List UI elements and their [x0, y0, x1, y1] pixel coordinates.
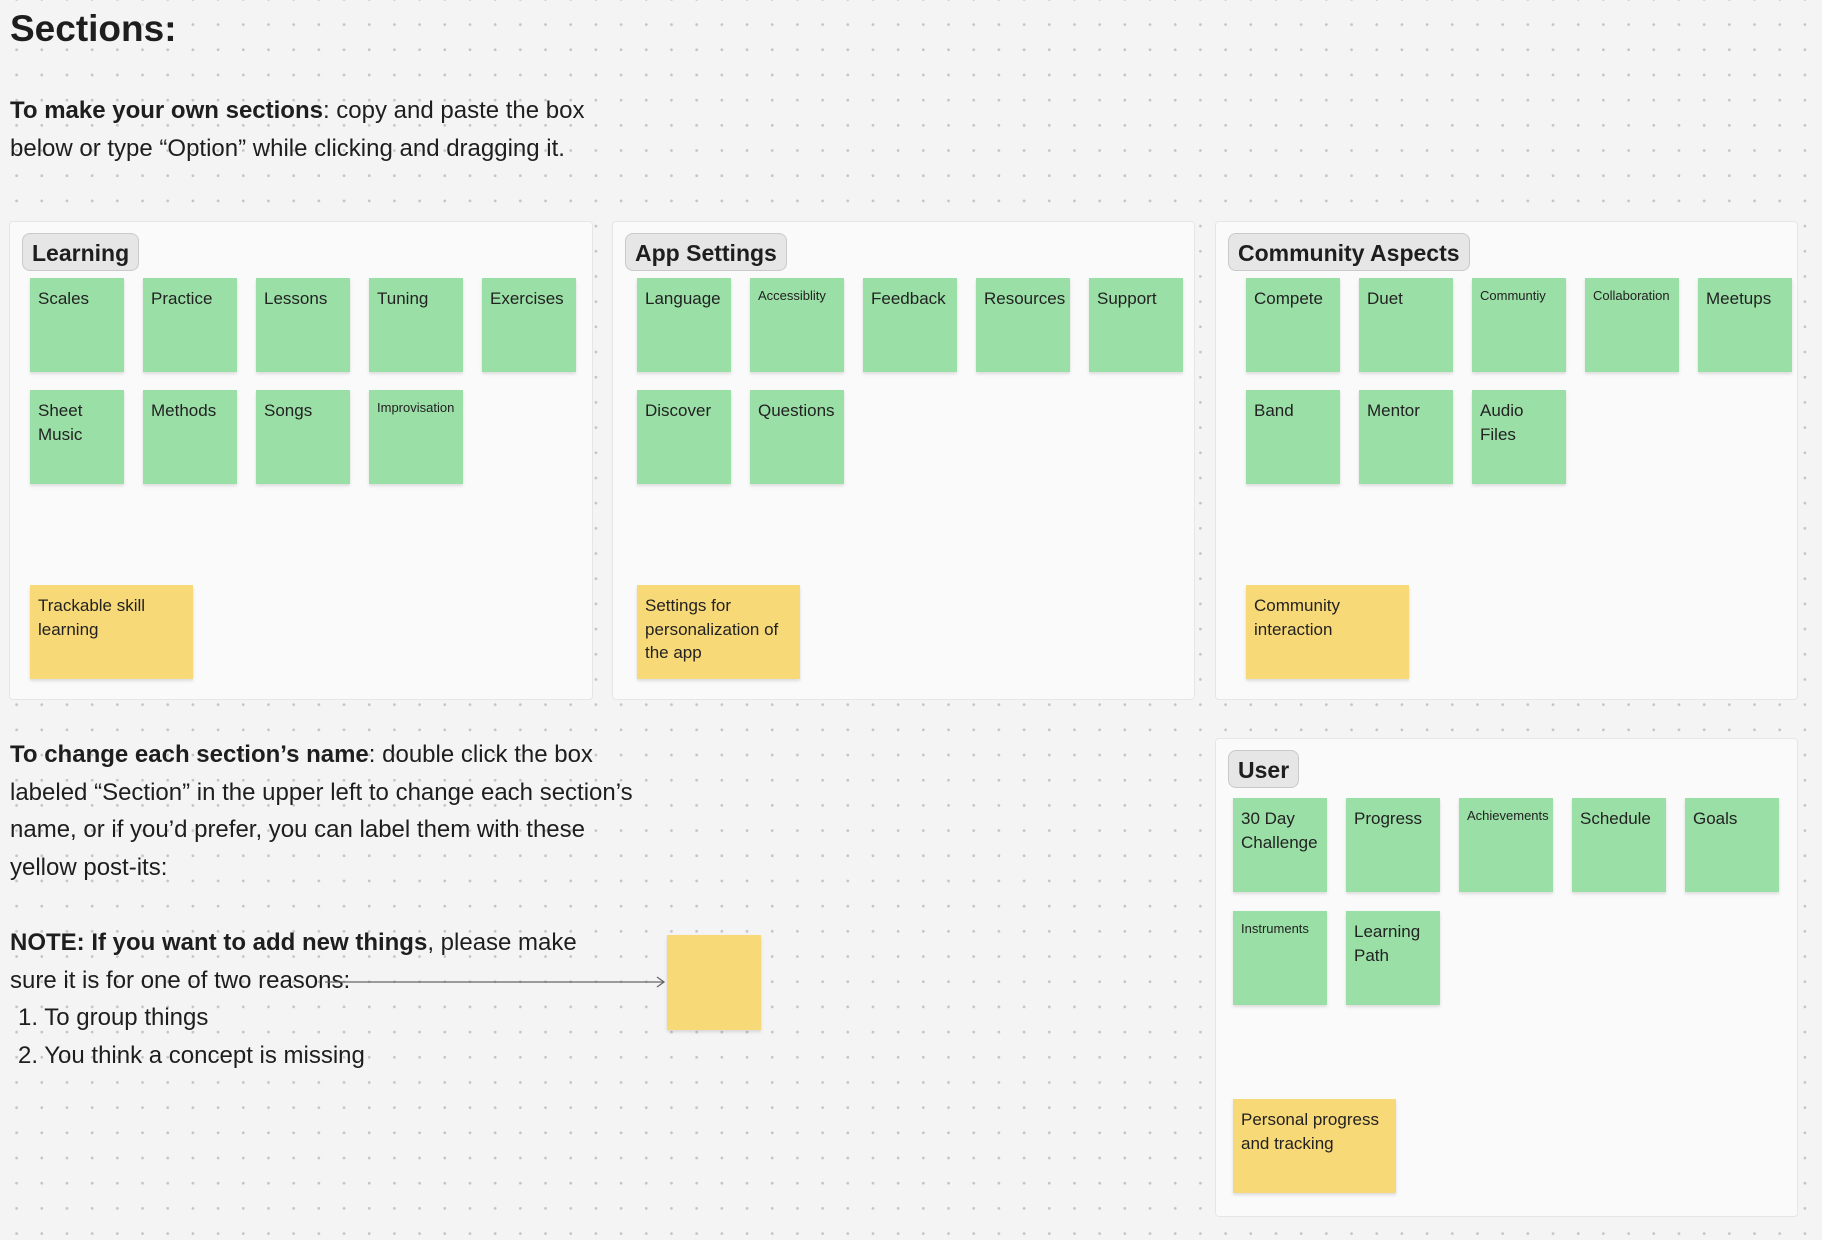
green-sticky[interactable]: Band [1246, 390, 1340, 484]
note-item: 2. You think a concept is missing [18, 1041, 365, 1069]
green-sticky[interactable]: Goals [1685, 798, 1779, 892]
note-text: NOTE: If you want to add new things, ple… [10, 924, 630, 1074]
page-title: Sections: [10, 8, 177, 49]
rename-text: To change each section’s name: double cl… [10, 736, 640, 886]
blank-yellow-sticky[interactable] [667, 935, 761, 1030]
section-label[interactable]: App Settings [625, 233, 787, 271]
green-sticky[interactable]: Schedule [1572, 798, 1666, 892]
green-sticky[interactable]: Accessiblity [750, 278, 844, 372]
green-sticky[interactable]: Support [1089, 278, 1183, 372]
green-sticky[interactable]: Exercises [482, 278, 576, 372]
intro-text: To make your own sections: copy and past… [10, 92, 650, 167]
note-list: 1. To group things 2. You think a concep… [10, 999, 630, 1074]
section-label[interactable]: Community Aspects [1228, 233, 1470, 271]
rename-bold: To change each section’s name [10, 741, 369, 768]
section-label[interactable]: User [1228, 750, 1300, 788]
green-sticky[interactable]: Lessons [256, 278, 350, 372]
green-sticky[interactable]: Collaboration [1585, 278, 1679, 372]
green-sticky[interactable]: Learning Path [1346, 911, 1440, 1005]
green-sticky[interactable]: Meetups [1698, 278, 1792, 372]
yellow-summary-sticky[interactable]: Community interaction [1246, 585, 1409, 679]
green-sticky[interactable]: Resources [976, 278, 1070, 372]
green-sticky[interactable]: Feedback [863, 278, 957, 372]
yellow-summary-sticky[interactable]: Trackable skill learning [30, 585, 193, 679]
green-sticky[interactable]: Scales [30, 278, 124, 372]
section-label[interactable]: Learning [22, 233, 140, 271]
green-sticky[interactable]: Mentor [1359, 390, 1453, 484]
green-sticky[interactable]: Achievements [1459, 798, 1553, 892]
yellow-summary-sticky[interactable]: Personal progress and tracking [1233, 1099, 1396, 1193]
green-sticky[interactable]: Instruments [1233, 911, 1327, 1005]
intro-body: : copy and paste the box below or type “… [10, 97, 585, 162]
green-sticky[interactable]: Progress [1346, 798, 1440, 892]
green-sticky[interactable]: Questions [750, 390, 844, 484]
green-sticky[interactable]: 30 Day Challenge [1233, 798, 1327, 892]
green-sticky[interactable]: Sheet Music [30, 390, 124, 484]
green-sticky[interactable]: Improvisation [369, 390, 463, 484]
green-sticky[interactable]: Compete [1246, 278, 1340, 372]
yellow-summary-sticky[interactable]: Settings for personalization of the app [637, 585, 800, 679]
note-bold: NOTE: If you want to add new things [10, 929, 428, 956]
rename-body: : double click the box labeled “Section”… [10, 741, 633, 881]
green-sticky[interactable]: Audio Files [1472, 390, 1566, 484]
green-sticky[interactable]: Discover [637, 390, 731, 484]
green-sticky[interactable]: Duet [1359, 278, 1453, 372]
green-sticky[interactable]: Tuning [369, 278, 463, 372]
note-item: 1. To group things [18, 1004, 209, 1031]
green-sticky[interactable]: Communtiy [1472, 278, 1566, 372]
green-sticky[interactable]: Language [637, 278, 731, 372]
green-sticky[interactable]: Methods [143, 390, 237, 484]
intro-bold: To make your own sections [10, 97, 323, 124]
green-sticky[interactable]: Songs [256, 390, 350, 484]
green-sticky[interactable]: Practice [143, 278, 237, 372]
note-body: , please make sure it is for one of two … [10, 929, 577, 994]
